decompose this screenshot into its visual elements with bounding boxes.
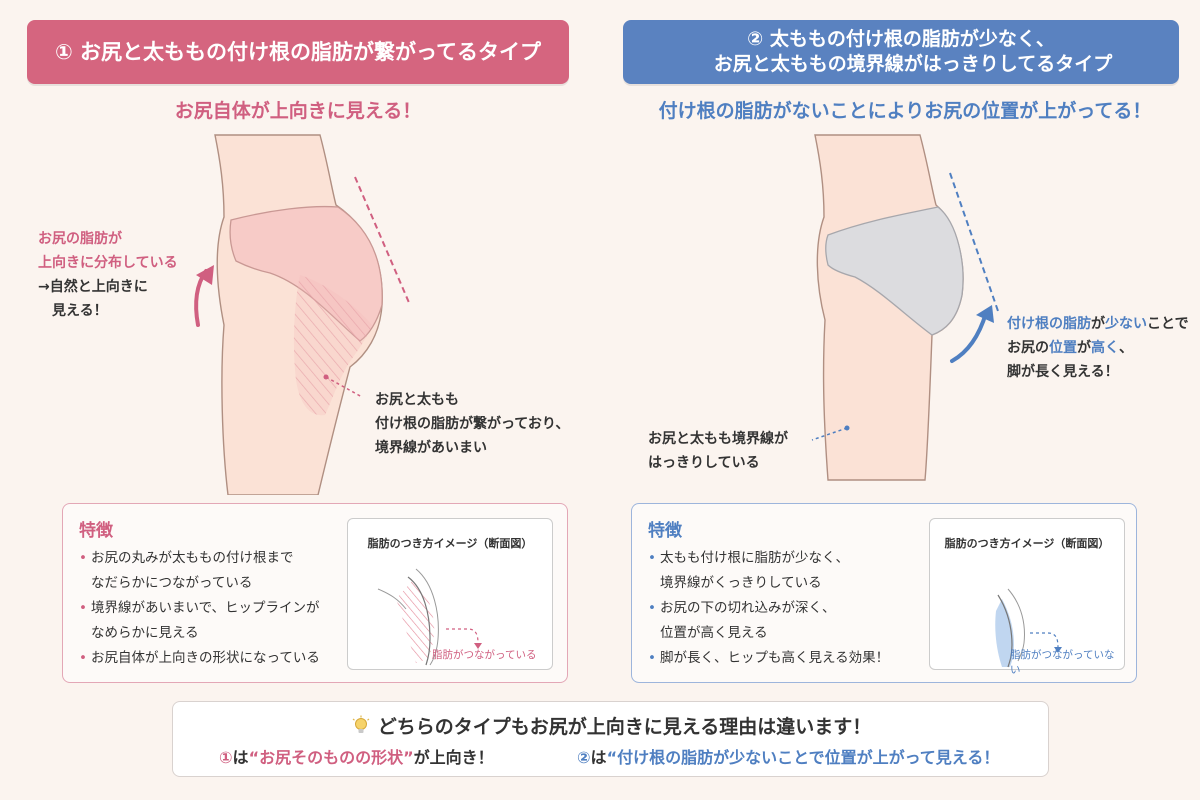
left-figure-illustration [194,134,411,495]
left-features-panel: 特徴 •お尻の丸みが太ももの付け根まで なだらかにつながっている •境界線があい… [62,503,568,683]
lightbulb-icon [352,715,370,733]
left-title-text: ① お尻と太ももの付け根の脂肪が繋がってるタイプ [54,40,542,64]
list-item: •お尻の下の切れ込みが深く、 [648,600,836,616]
left-cross-section-caption: 脂肪がつながっている [432,649,537,661]
right-features-list: •太もも付け根に脂肪が少なく、 境界線がくっきりしている •お尻の下の切れ込みが… [648,546,889,671]
left-dashed-line [354,176,411,306]
summary-box: どちらのタイプもお尻が上向きに見える理由は違います！ ①は“お尻そのものの形状”… [172,701,1049,777]
left-cross-section-diagram [377,568,482,666]
summary-right-line: ②は“付け根の脂肪が少ないことで位置が上がって見える！ [577,748,1000,767]
right-dashed-line [949,172,999,312]
right-cross-section-diagram [995,588,1062,668]
right-title-banner: ② 太ももの付け根の脂肪が少なく、 お尻と太ももの境界線がはっきりしてるタイプ [623,20,1179,84]
right-figure-illustration [811,134,999,481]
list-item: •お尻の丸みが太ももの付け根まで [79,550,294,566]
left-features-title: 特徴 [79,521,113,541]
left-subtitle: お尻自体が上向きに見える！ [174,100,422,122]
left-features-list: •お尻の丸みが太ももの付け根まで なだらかにつながっている •境界線があいまいで… [79,546,320,671]
right-features-title: 特徴 [648,521,682,541]
summary-left-line: ①は“お尻そのものの形状”が上向き！ [219,748,494,767]
right-note-left: お尻と太もも境界線が はっきりしている [648,431,788,471]
list-item: •脚が長く、ヒップも高く見える効果！ [648,650,890,666]
right-underwear-shape [825,206,964,336]
right-note-right: 付け根の脂肪が少ないことで お尻の位置が高く、 脚が長く見える！ [1007,316,1189,380]
right-title-line1: ② 太ももの付け根の脂肪が少なく、 [747,28,1055,50]
left-title-banner: ① お尻と太ももの付け根の脂肪が繋がってるタイプ [27,20,569,84]
list-item: •境界線があいまいで、ヒップラインが [79,600,320,616]
right-up-arrow-icon [950,311,988,363]
left-note-bottom: お尻と太もも 付け根の脂肪が繋がっており、 境界線があいまい [375,392,570,456]
right-pointer-line [811,427,848,441]
left-cross-section-box: 脂肪のつき方イメージ（断面図） 脂肪がつながっている [347,518,553,670]
right-title-line2: お尻と太ももの境界線がはっきりしてるタイプ [713,53,1113,75]
right-cross-section-caption: 脂肪がつながっていない [1010,649,1115,676]
list-item: •お尻自体が上向きの形状になっている [79,650,320,666]
left-note-top: お尻の脂肪が 上向きに分布している →自然と上向きに 見える！ [38,231,178,319]
list-item: •太もも付け根に脂肪が少なく、 [648,550,849,566]
summary-main: どちらのタイプもお尻が上向きに見える理由は違います！ [173,712,1048,739]
left-pointer-line [325,376,363,398]
right-cross-section-box: 脂肪のつき方イメージ（断面図） 脂肪がつながっていない [929,518,1125,676]
right-features-panel: 特徴 •太もも付け根に脂肪が少なく、 境界線がくっきりしている •お尻の下の切れ… [631,503,1137,683]
right-subtitle: 付け根の脂肪がないことによりお尻の位置が上がってる！ [658,100,1152,122]
left-fat-hatch [293,275,372,416]
